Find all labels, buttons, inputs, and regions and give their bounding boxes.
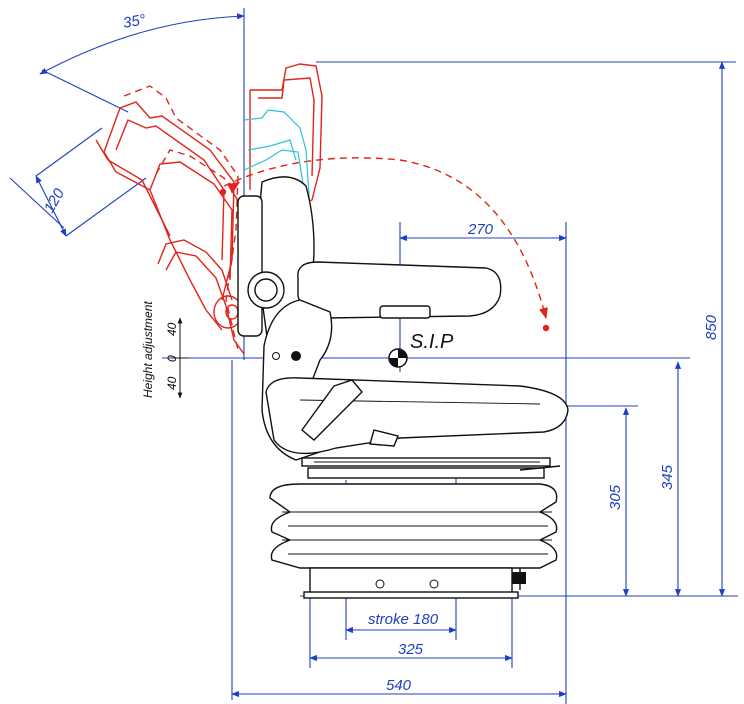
seat-height-max-dimension: 345 [659,464,676,490]
sip-label: S.I.P [410,331,454,353]
backrest-adjust-dimension: 120 [41,185,69,216]
height-adjustment-label: Height adjustment [141,301,155,398]
overall-depth-dimension: 540 [386,677,412,694]
base-width-dimension: 325 [398,641,424,658]
height-minus-label: 40 [165,376,179,390]
dimension-lines [9,8,738,704]
sip-forward-dimension: 270 [467,221,494,238]
seat-height-min-dimension: 305 [607,484,624,510]
overall-height-dimension: 850 [703,314,720,340]
recline-positions [95,63,550,355]
stroke-dimension: stroke 180 [368,611,439,628]
angle-dimension: 35° [122,11,147,32]
height-adjustment-scale [172,317,188,399]
seat-outline [237,176,569,599]
height-plus-label: 40 [165,322,179,336]
height-zero-label: 0 [165,355,179,362]
